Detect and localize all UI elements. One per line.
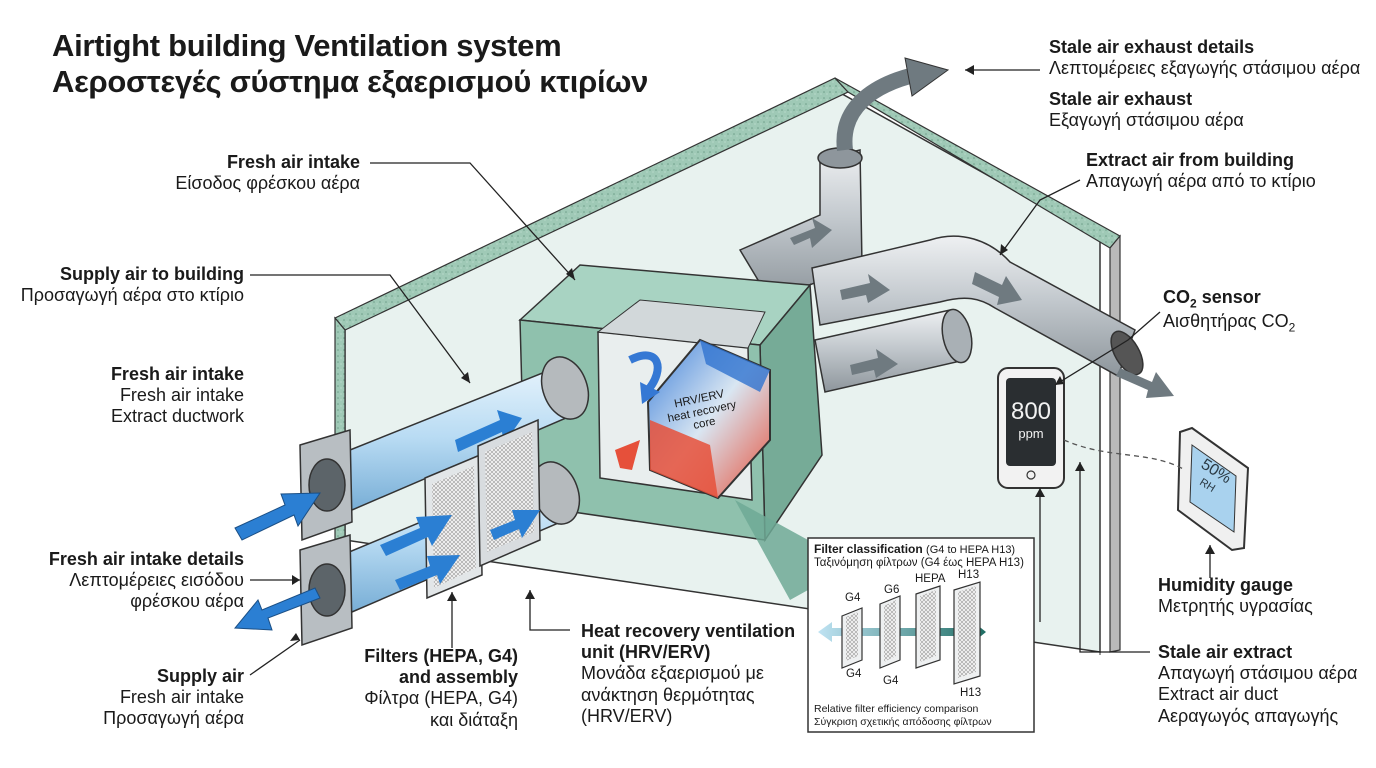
label-supply-air-l3: Προσαγωγή αέρα — [103, 708, 244, 729]
co2-sensor-device — [997, 367, 1065, 489]
label-stale-exhaust-details-el: Λεπτομέρειες εξαγωγής στάσιμου αέρα — [1049, 58, 1361, 79]
filter-panel-title-row: Filter classification (G4 to HEPA H13) — [814, 542, 1015, 557]
label-hrv-unit-l5: (HRV/ERV) — [581, 705, 673, 726]
leader-lines — [249, 69, 1211, 676]
label-supply-to-building-el: Προσαγωγή αέρα στο κτίριο — [20, 285, 244, 306]
label-extract-from-building-en: Extract air from building — [1086, 150, 1295, 170]
label-stale-air-extract-l2: Απαγωγή στάσιμου αέρα — [1158, 663, 1358, 684]
label-co2-en-suffix: sensor — [1196, 287, 1261, 307]
title-el: Αεροστεγές σύστημα εξαερισμού κτιρίων — [52, 63, 649, 99]
label-fresh-air-intake-mid: Fresh air intake Fresh air intake Extrac… — [0, 364, 244, 428]
label-fresh-air-intake-details-l2: Λεπτομέρειες εισόδου — [69, 570, 244, 591]
co2-readout: 800 ppm — [1006, 398, 1056, 442]
label-co2-en-prefix: CO — [1163, 287, 1190, 307]
label-fresh-air-intake-mid-l3: Extract ductwork — [110, 406, 244, 427]
hrv-unit — [518, 264, 823, 543]
label-stale-air-extract-l3: Extract air duct — [1158, 684, 1279, 705]
label-fresh-air-intake-top-el: Είσοδος φρέσκου αέρα — [175, 173, 360, 194]
label-extract-from-building-el: Απαγωγή αέρα από το κτίριο — [1086, 171, 1316, 192]
filter-panel-title: Filter classification — [814, 542, 923, 556]
label-filters-l3: Φίλτρα (HEPA, G4) — [364, 688, 518, 709]
humidity-gauge-device — [1176, 426, 1250, 552]
filter-top-label-0: G4 — [845, 592, 861, 604]
label-hrv-unit-l1: Heat recovery ventilation — [581, 621, 796, 641]
label-filters-l1: Filters (HEPA, G4) — [364, 646, 518, 666]
title-en: Airtight building Ventilation system — [52, 28, 562, 63]
label-humidity-gauge-el: Μετρητής υγρασίας — [1158, 596, 1313, 617]
label-humidity-gauge: Humidity gauge Μετρητής υγρασίας — [1158, 575, 1313, 617]
filter-panel-title-note: (G4 to HEPA H13) — [926, 544, 1016, 556]
filter-panel-subtitle: Ταξινόμηση φίλτρων (G4 έως HEPA H13) — [814, 557, 1024, 569]
label-stale-air-extract-l4: Αεραγωγός απαγωγής — [1158, 705, 1339, 726]
label-fresh-air-intake-details-en: Fresh air intake details — [48, 549, 244, 569]
supply-duct-right — [814, 308, 973, 393]
label-extract-from-building: Extract air from building Απαγωγή αέρα α… — [1086, 150, 1316, 192]
filter-cards — [841, 581, 981, 685]
label-stale-exhaust: Stale air exhaust Εξαγωγή στάσιμου αέρα — [1049, 89, 1244, 131]
label-supply-air-en: Supply air — [156, 666, 244, 686]
label-stale-exhaust-en: Stale air exhaust — [1049, 89, 1193, 109]
filter-panel — [807, 537, 1035, 733]
label-supply-air: Supply air Fresh air intake Προσαγωγή αέ… — [0, 666, 244, 730]
label-filters: Filters (HEPA, G4) and assembly Φίλτρα (… — [310, 646, 518, 731]
stale-exhaust-duct — [738, 57, 950, 301]
label-fresh-air-intake-top: Fresh air intake Είσοδος φρέσκου αέρα — [120, 152, 360, 194]
sensor-wiring — [1063, 439, 1186, 471]
filter-top-label-2: HEPA — [915, 573, 946, 585]
supply-duct-left — [329, 356, 590, 511]
label-co2-en-sub: 2 — [1190, 296, 1197, 311]
filter-panel-caption-en: Relative filter efficiency comparison — [814, 703, 979, 715]
filter-hepa — [477, 418, 541, 568]
fresh-air-arrows — [233, 492, 540, 631]
filter-bottom-label-2: H13 — [960, 687, 982, 699]
co2-value: 800 — [1010, 398, 1052, 425]
label-humidity-gauge-en: Humidity gauge — [1158, 575, 1294, 595]
label-filters-l4: και διάταξη — [430, 709, 518, 730]
label-co2-el-sub: 2 — [1288, 320, 1296, 335]
grille-bottom — [299, 533, 353, 647]
co2-unit: ppm — [1018, 426, 1044, 442]
label-stale-exhaust-details: Stale air exhaust details Λεπτομέρειες ε… — [1049, 37, 1360, 79]
grille-top — [299, 428, 353, 542]
label-supply-air-l2: Fresh air intake — [119, 687, 244, 708]
page-title: Airtight building Ventilation system Αερ… — [52, 28, 648, 99]
label-supply-to-building-en: Supply air to building — [60, 264, 244, 284]
label-fresh-air-intake-top-en: Fresh air intake — [226, 152, 360, 172]
filter-bottom-label-0: G4 — [846, 668, 862, 680]
label-co2-sensor: CO2 sensor Αισθητήρας CO2 — [1163, 287, 1295, 335]
label-co2-el-prefix: Αισθητήρας CO — [1163, 310, 1289, 331]
filter-panel-caption-el: Σύγκριση σχετικής απόδοσης φίλτρων — [814, 716, 992, 728]
label-fresh-air-intake-mid-en: Fresh air intake — [110, 364, 244, 384]
label-hrv-unit-l4: ανάκτηση θερμότητας — [581, 684, 755, 705]
label-hrv-unit-l2: unit (HRV/ERV) — [581, 642, 711, 663]
extract-duct — [811, 235, 1174, 398]
filter-callout-wedge — [735, 500, 808, 600]
filter-chart-arrows — [818, 622, 986, 642]
label-fresh-air-intake-details: Fresh air intake details Λεπτομέρειες ει… — [0, 549, 244, 613]
label-hrv-unit-l3: Μονάδα εξαερισμού με — [581, 663, 764, 684]
label-filters-l2: and assembly — [398, 667, 518, 688]
label-stale-exhaust-el: Εξαγωγή στάσιμου αέρα — [1049, 110, 1244, 131]
label-fresh-air-intake-mid-l2: Fresh air intake — [119, 385, 244, 406]
label-fresh-air-intake-details-l3: φρέσκου αέρα — [130, 591, 244, 612]
label-hrv-unit: Heat recovery ventilation unit (HRV/ERV)… — [581, 621, 795, 727]
filter-bottom-label-1: G4 — [883, 675, 899, 687]
leader-arrowheads — [290, 65, 1215, 641]
label-stale-air-extract: Stale air extract Απαγωγή στάσιμου αέρα … — [1158, 642, 1357, 727]
label-stale-exhaust-details-en: Stale air exhaust details — [1049, 37, 1255, 57]
filter-top-label-3: H13 — [958, 569, 980, 581]
filter-top-label-1: G6 — [884, 584, 900, 596]
label-stale-air-extract-en: Stale air extract — [1158, 642, 1293, 662]
label-supply-to-building: Supply air to building Προσαγωγή αέρα στ… — [0, 264, 244, 306]
